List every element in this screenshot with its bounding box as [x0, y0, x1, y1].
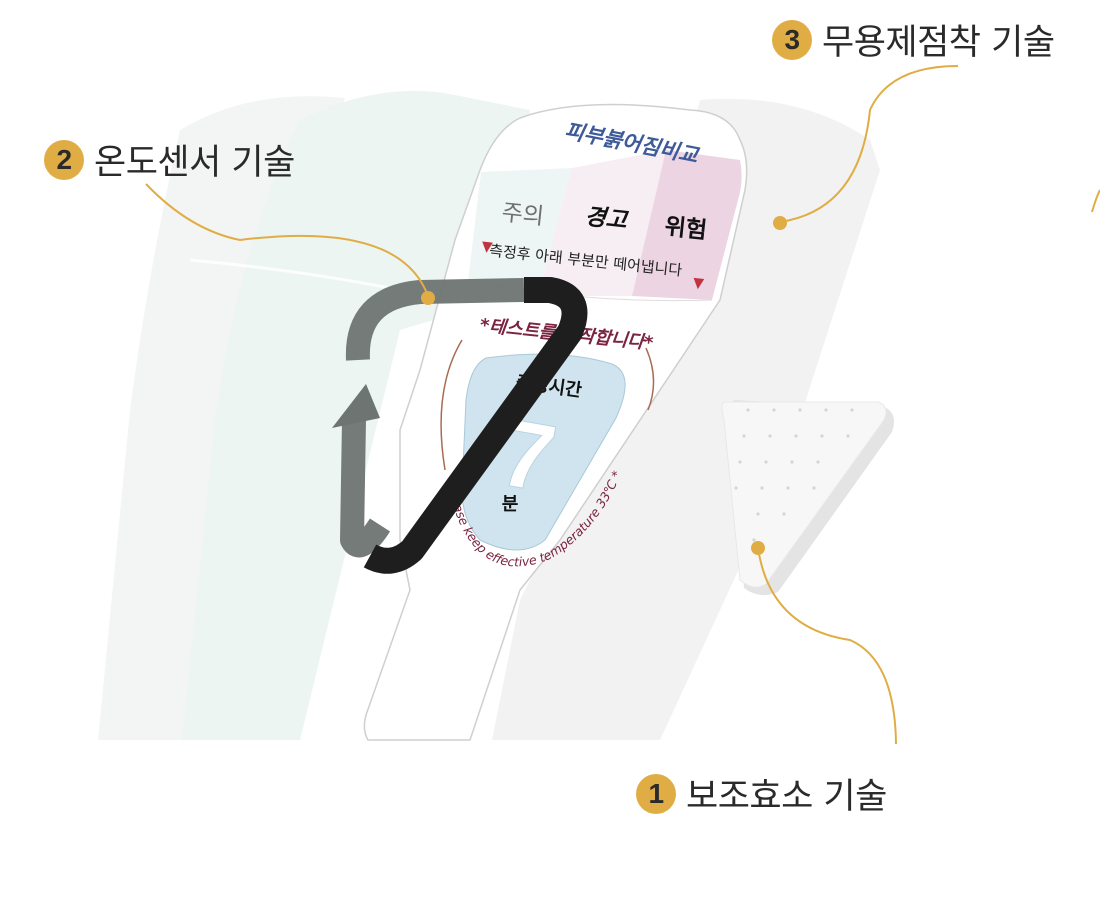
perforation-dot	[768, 434, 772, 438]
level-danger: 위험	[663, 214, 708, 244]
callout-number-badge: 1	[636, 773, 676, 814]
perforation-dot	[742, 434, 746, 438]
perforation-dot	[786, 486, 790, 490]
callout-number-badge: 3	[772, 19, 812, 60]
perforation-dot	[846, 434, 850, 438]
instruction-mark-left: ▼	[481, 239, 494, 256]
perforation-dot	[760, 486, 764, 490]
leader-1	[757, 547, 897, 745]
band-caution	[468, 168, 572, 296]
perforation-dot	[820, 434, 824, 438]
coenzyme-pad	[721, 400, 894, 596]
instruction-mark-right: ▼	[692, 275, 705, 292]
cycle-arrow-icon	[332, 277, 588, 574]
callout-text: 보조효소 기술	[686, 777, 887, 817]
perforation-dot	[812, 486, 816, 490]
leader-2	[145, 183, 429, 297]
perforation-dot	[794, 434, 798, 438]
level-caution: 주의	[500, 200, 545, 230]
level-warning: 경고	[583, 204, 630, 234]
ghost-patches	[98, 90, 880, 741]
perforation-dot	[752, 538, 756, 542]
band-warning	[538, 150, 666, 296]
callout-coenzyme: 1 보조효소 기술	[636, 768, 887, 819]
perforation-dot	[790, 460, 794, 464]
callout-text: 무용제점착 기술	[822, 23, 1055, 63]
callout-temperature-sensor: 2 온도센서 기술	[44, 134, 295, 185]
perforation-dot	[738, 460, 742, 464]
leader-lines	[145, 65, 1100, 745]
leader-offscreen	[1091, 189, 1100, 213]
perforation-dot	[746, 408, 750, 412]
callout-solvent-free-adhesive: 3 무용제점착 기술	[772, 14, 1055, 65]
time-unit: 분	[502, 494, 519, 515]
leader-3	[779, 65, 959, 223]
perforation-dot	[816, 460, 820, 464]
perforation-dot	[734, 486, 738, 490]
perforation-dot	[850, 408, 854, 412]
callout-number-badge: 2	[44, 139, 84, 180]
perforation-dot	[772, 408, 776, 412]
perforation-dot	[798, 408, 802, 412]
band-danger	[632, 150, 742, 300]
perforation-dot	[824, 408, 828, 412]
perforation-dot	[764, 460, 768, 464]
callout-text: 온도센서 기술	[94, 143, 295, 183]
perforation-dot	[756, 512, 760, 516]
ghost-patch-right	[492, 98, 880, 741]
perforation-dot	[782, 512, 786, 516]
leader-dots	[421, 216, 787, 555]
